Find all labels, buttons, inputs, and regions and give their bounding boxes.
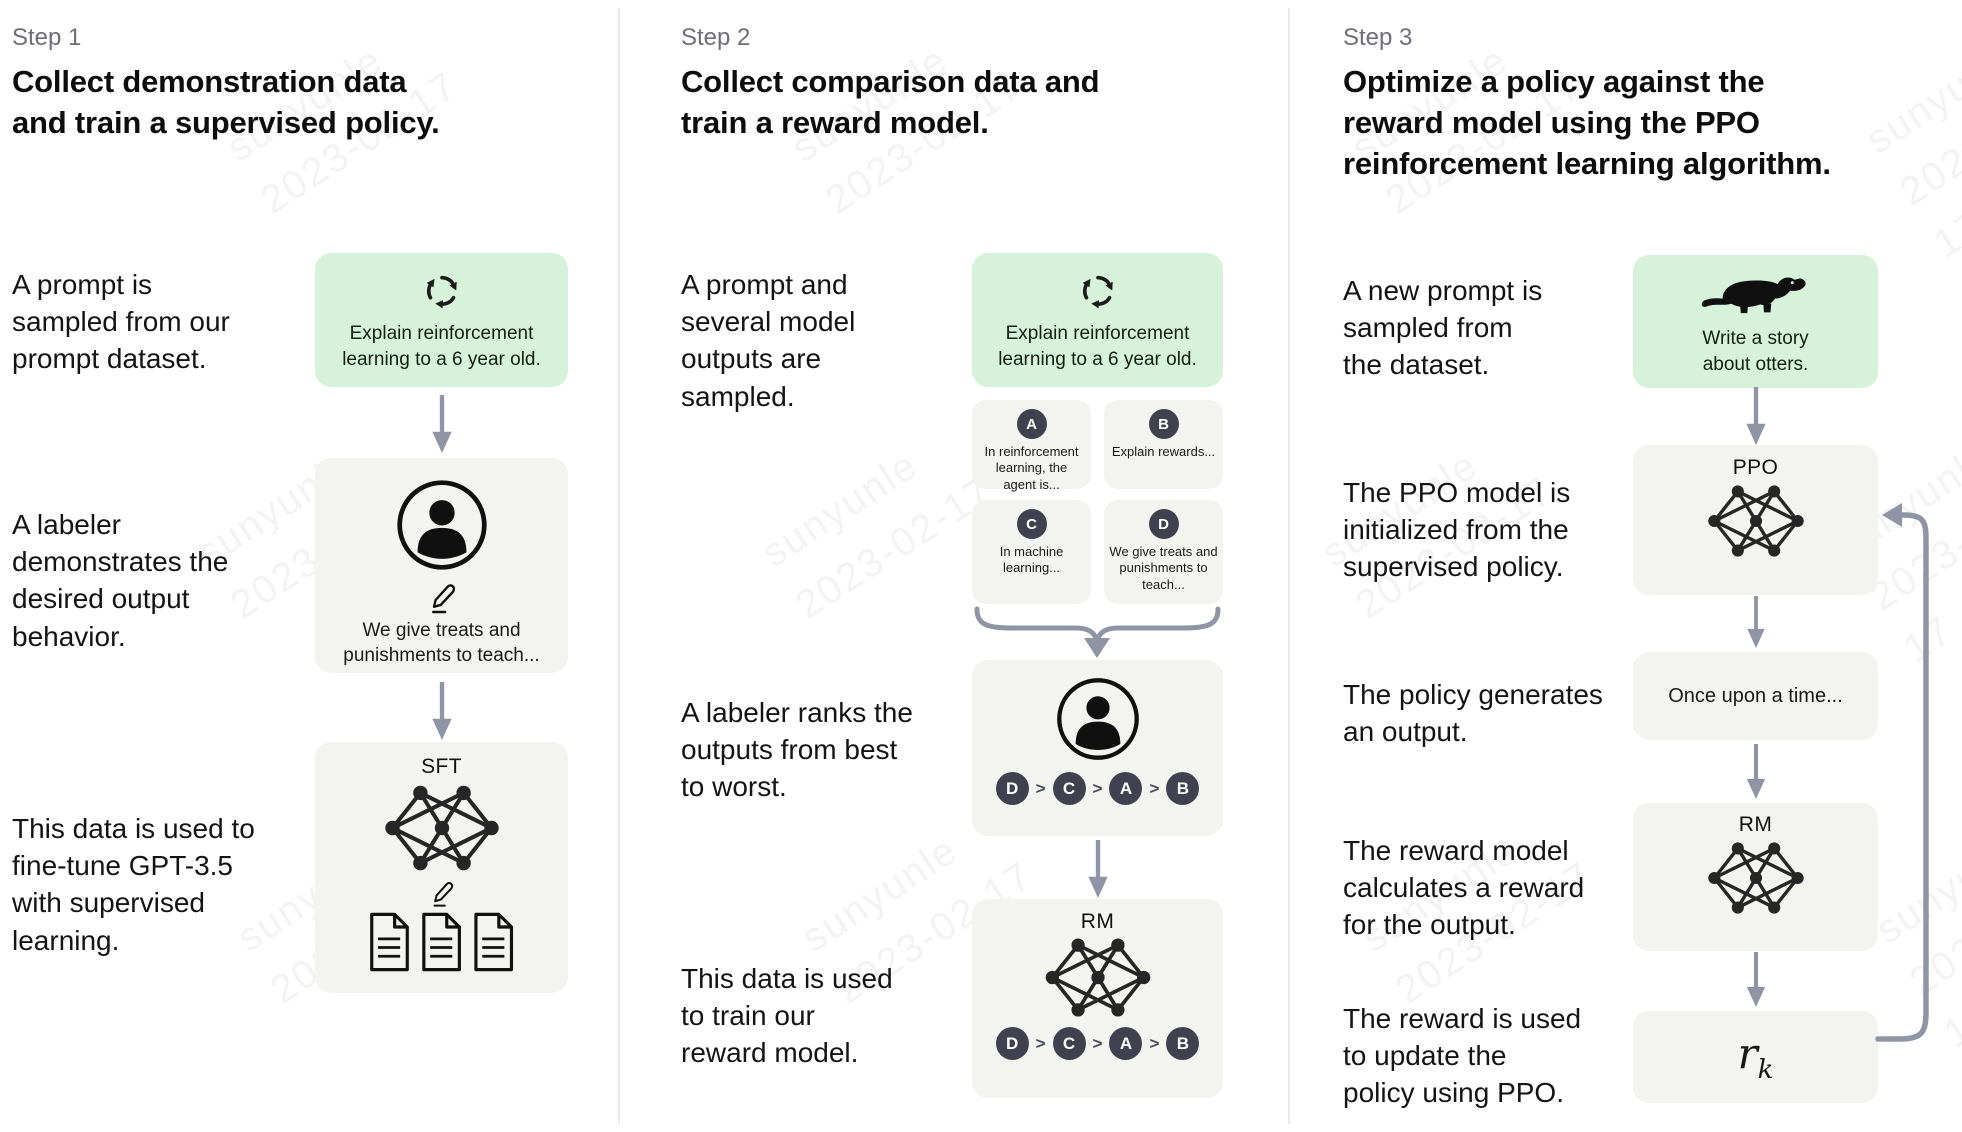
step3-caption-reward: The reward model calculates a reward for… [1343,835,1585,941]
step2-title: Collect comparison data and train a rewa… [681,64,1100,140]
person-icon [395,478,489,572]
output-cell-c: C In machine learning... [972,500,1091,604]
documents-icon [368,912,516,972]
step2-labeler-rank-box: D > C > A > B [972,660,1223,836]
rank-separator: > [1149,1033,1160,1053]
step3-ppo-box: PPO [1633,445,1878,595]
rank-badge: D [995,1027,1029,1060]
step3-caption-generate: The policy generates an output. [1343,679,1603,748]
neural-network-icon [1706,483,1806,559]
step3-label: Step 3 [1343,24,1413,51]
output-cell-b: B Explain rewards... [1104,400,1223,489]
step1-prompt-box: Explain reinforcement learning to a 6 ye… [315,253,568,387]
flow-arrow [1745,952,1767,1007]
brace-merge-arrow [974,606,1221,658]
generated-output-text: Once upon a time... [1668,684,1843,707]
prompt-text: Explain reinforcement learning to a 6 ye… [998,323,1197,370]
output-text: We give treats and punishments to teach.… [1109,544,1218,592]
output-text: In machine learning... [999,544,1064,576]
rank-badge: C [1052,772,1086,805]
output-badge: B [1148,409,1179,439]
step1-caption-finetune: This data is used to fine-tune GPT-3.5 w… [12,813,255,956]
rank-row: D > C > A > B [995,772,1200,805]
cycle-icon [1075,268,1121,314]
rank-separator: > [1035,778,1046,798]
step3-reward-box: rk [1633,1011,1878,1103]
rank-badge: B [1166,772,1200,805]
rank-separator: > [1092,1033,1103,1053]
flow-arrow [431,395,453,453]
flow-arrow [1745,744,1767,799]
step3-caption-update: The reward is used to update the policy … [1343,1003,1582,1109]
flow-arrow [1745,596,1767,648]
person-icon [1055,676,1141,762]
neural-network-icon [1043,936,1153,1019]
rank-separator: > [1035,1033,1046,1053]
rank-badge: A [1109,1027,1143,1060]
step3-caption-prompt: A new prompt is sampled from the dataset… [1343,275,1543,381]
step2-caption-train: This data is used to train our reward mo… [681,963,893,1069]
step1-label: Step 1 [12,24,82,51]
step3-caption-init: The PPO model is initialized from the su… [1343,477,1571,583]
step2-rm-box: RM D > C > A > B [972,899,1223,1098]
flow-arrow [1087,840,1109,898]
model-outputs-grid: A In reinforcement learning, the agent i… [972,400,1223,604]
step2-caption-prompt: A prompt and several model outputs are s… [681,269,856,412]
policy-update-loop-arrow [1875,503,1929,1042]
step2-label: Step 2 [681,24,751,51]
column-divider [618,8,620,1124]
rank-badge: A [1109,772,1143,805]
step1-sft-box: SFT [315,742,568,993]
rank-badge: C [1052,1027,1086,1060]
rank-separator: > [1149,778,1160,798]
output-badge: A [1016,409,1047,439]
pencil-icon [425,875,459,909]
ppo-label: PPO [1732,456,1779,479]
step1-caption-labeler: A labeler demonstrates the desired outpu… [12,509,229,652]
step1-labeler-box: We give treats and punishments to teach.… [315,458,568,673]
rank-badge: B [1166,1027,1200,1060]
rm-label: RM [1080,910,1115,933]
step3-output-box: Once upon a time... [1633,652,1878,740]
prompt-text: Write a story about otters. [1702,328,1809,375]
step1-title: Collect demonstration data and train a s… [12,64,440,140]
neural-network-icon [1706,840,1806,916]
prompt-text: Explain reinforcement learning to a 6 ye… [342,323,541,370]
column-divider [1288,8,1290,1124]
output-text: Explain rewards... [1111,444,1216,459]
rank-row: D > C > A > B [995,1027,1200,1060]
step2-prompt-box: Explain reinforcement learning to a 6 ye… [972,253,1223,387]
step3-prompt-box: Write a story about otters. [1633,255,1878,388]
step3-rm-box: RM [1633,803,1878,951]
output-badge: C [1016,509,1047,539]
output-text: In reinforcement learning, the agent is.… [984,444,1079,492]
output-cell-d: D We give treats and punishments to teac… [1104,500,1223,604]
rank-separator: > [1092,778,1103,798]
flow-arrow [1745,387,1767,445]
flow-arrow [431,682,453,740]
pencil-icon [422,576,462,616]
cycle-icon [419,268,465,314]
neural-network-icon [382,783,502,873]
watermark: sunyunle 2023-02-17 [754,442,1001,628]
output-cell-a: A In reinforcement learning, the agent i… [972,400,1091,492]
otter-icon [1697,266,1815,324]
step3-title: Optimize a policy against the reward mod… [1343,64,1831,181]
rank-badge: D [995,772,1029,805]
sft-label: SFT [421,755,462,778]
labeler-demo-text: We give treats and punishments to teach.… [343,620,540,667]
output-badge: D [1148,509,1179,539]
step1-caption-prompt: A prompt is sampled from our prompt data… [12,269,230,375]
reward-value: rk [1737,1029,1774,1085]
step2-caption-rank: A labeler ranks the outputs from best to… [681,697,913,803]
rm-label: RM [1738,813,1773,836]
